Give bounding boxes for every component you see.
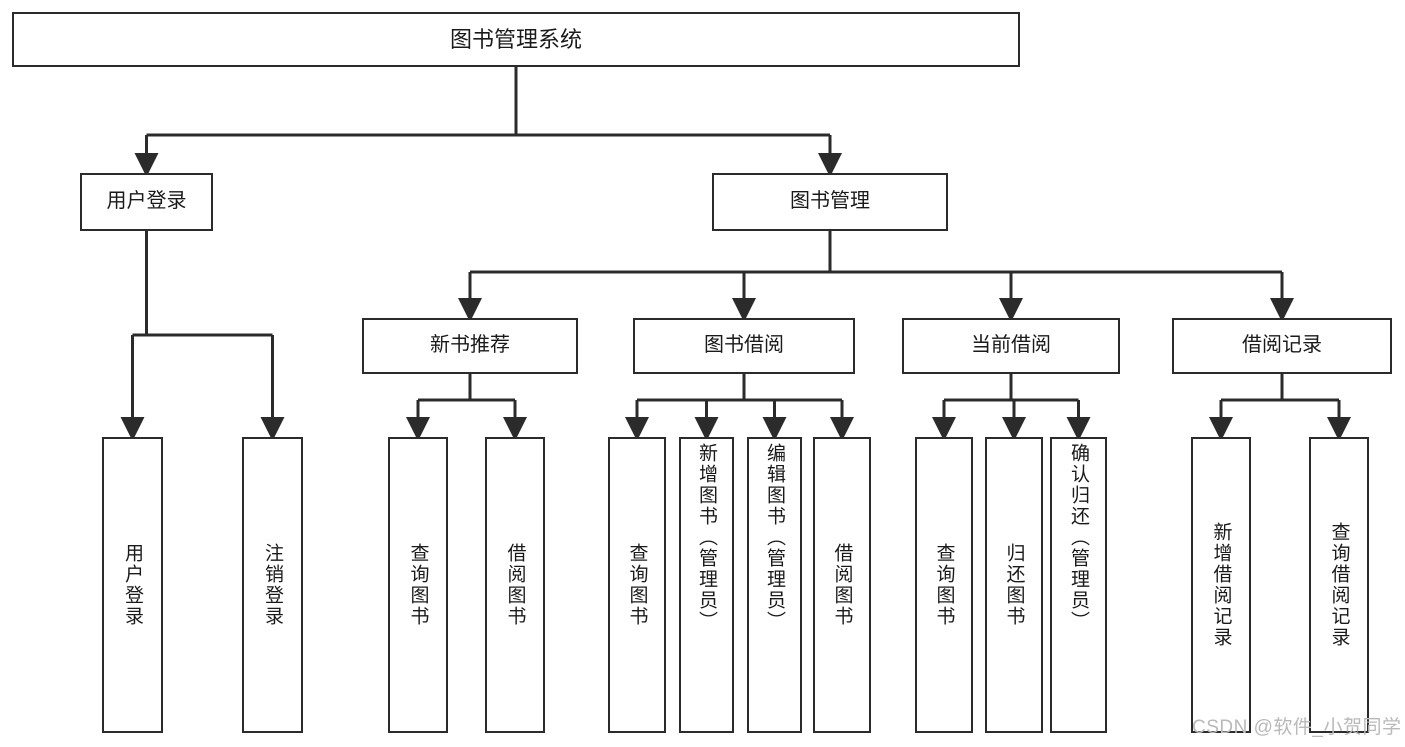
node-leaf-add-book-admin-label: 新增图书（管理员）: [696, 443, 717, 632]
node-new-book-recommend-label: 新书推荐: [430, 334, 510, 357]
node-borrow-record-label: 借阅记录: [1242, 334, 1322, 357]
node-leaf-query-book-recommend[interactable]: 查询图书: [388, 437, 448, 733]
node-leaf-query-book-current-label: 查询图书: [933, 543, 955, 627]
node-book-borrow-label: 图书借阅: [704, 334, 784, 357]
watermark: CSDN @软件_小贺同学: [1192, 717, 1402, 738]
node-leaf-borrow-book-label: 借阅图书: [831, 543, 853, 627]
node-leaf-add-borrow-record-label: 新增借阅记录: [1210, 522, 1232, 648]
node-leaf-query-book-recommend-label: 查询图书: [407, 543, 429, 627]
node-leaf-query-borrow-record-label: 查询借阅记录: [1328, 522, 1350, 648]
node-leaf-query-book-current[interactable]: 查询图书: [915, 437, 973, 733]
node-user-login[interactable]: 用户登录: [80, 173, 213, 231]
node-leaf-return-book[interactable]: 归还图书: [985, 437, 1043, 733]
node-new-book-recommend[interactable]: 新书推荐: [362, 318, 578, 374]
node-leaf-user-login-label: 用户登录: [122, 543, 143, 627]
node-leaf-borrow-book[interactable]: 借阅图书: [813, 437, 871, 733]
node-borrow-record[interactable]: 借阅记录: [1172, 318, 1392, 374]
node-leaf-confirm-return-admin-label: 确认归还（管理员）: [1068, 443, 1089, 632]
node-leaf-edit-book-admin-label: 编辑图书（管理员）: [764, 443, 785, 632]
node-root-label: 图书管理系统: [449, 26, 582, 52]
node-book-borrow[interactable]: 图书借阅: [633, 318, 855, 374]
node-leaf-confirm-return-admin[interactable]: 确认归还（管理员）: [1050, 437, 1107, 733]
node-leaf-query-book-borrow[interactable]: 查询图书: [608, 437, 666, 733]
node-root[interactable]: 图书管理系统: [12, 12, 1020, 67]
node-leaf-user-login[interactable]: 用户登录: [102, 437, 163, 733]
node-leaf-add-book-admin[interactable]: 新增图书（管理员）: [679, 437, 734, 733]
node-user-login-label: 用户登录: [106, 190, 187, 213]
node-current-borrow-label: 当前借阅: [971, 334, 1051, 357]
node-leaf-edit-book-admin[interactable]: 编辑图书（管理员）: [747, 437, 802, 733]
node-leaf-return-book-label: 归还图书: [1003, 543, 1025, 627]
node-leaf-query-borrow-record[interactable]: 查询借阅记录: [1309, 437, 1369, 733]
node-leaf-borrow-book-recommend-label: 借阅图书: [504, 543, 526, 627]
node-current-borrow[interactable]: 当前借阅: [902, 318, 1120, 374]
node-leaf-add-borrow-record[interactable]: 新增借阅记录: [1191, 437, 1251, 733]
node-leaf-logout[interactable]: 注销登录: [242, 437, 303, 733]
node-leaf-logout-label: 注销登录: [262, 543, 283, 627]
node-book-management[interactable]: 图书管理: [712, 173, 948, 231]
node-leaf-query-book-borrow-label: 查询图书: [626, 543, 648, 627]
node-book-management-label: 图书管理: [790, 190, 870, 213]
node-leaf-borrow-book-recommend[interactable]: 借阅图书: [485, 437, 545, 733]
